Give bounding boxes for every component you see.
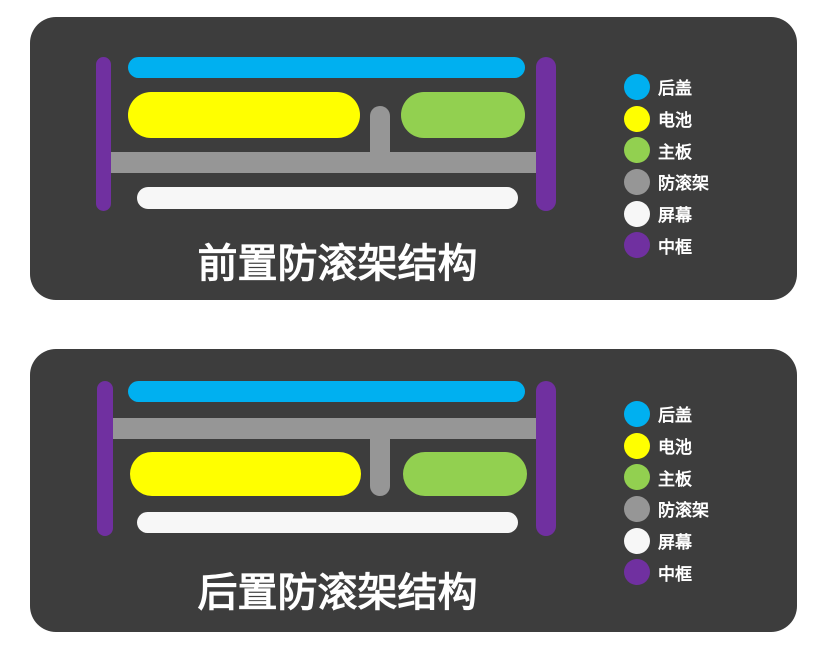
legend-swatch-icon <box>624 232 650 259</box>
back-cover <box>128 57 525 78</box>
legend-item: 后盖 <box>624 71 709 103</box>
legend-label: 后盖 <box>658 79 692 100</box>
legend-label: 电池 <box>658 111 692 132</box>
front-anti-roll-panel: 前置防滚架结构 后盖电池主板防滚架屏幕中框 <box>30 17 797 300</box>
legend-swatch-icon <box>624 559 650 586</box>
middle-frame-right <box>536 57 556 211</box>
rear-anti-roll-panel: 后置防滚架结构 后盖电池主板防滚架屏幕中框 <box>30 349 797 632</box>
mainboard <box>401 92 525 138</box>
legend-item: 主板 <box>624 134 709 166</box>
anti-roll-stem <box>370 106 390 156</box>
battery <box>128 92 360 138</box>
legend-item: 屏幕 <box>624 525 709 557</box>
screen <box>137 187 518 209</box>
legend-item: 后盖 <box>624 398 709 430</box>
legend-item: 中框 <box>624 556 709 588</box>
legend-swatch-icon <box>624 495 650 522</box>
legend: 后盖电池主板防滚架屏幕中框 <box>624 71 709 261</box>
legend-item: 中框 <box>624 229 709 261</box>
legend-label: 屏幕 <box>658 533 692 554</box>
mainboard <box>403 452 527 496</box>
anti-roll-bar <box>111 152 536 173</box>
middle-frame-left <box>97 381 113 536</box>
legend-swatch-icon <box>624 73 650 100</box>
legend-swatch-icon <box>624 464 650 491</box>
legend-label: 防滚架 <box>658 501 709 522</box>
legend-swatch-icon <box>624 137 650 164</box>
legend-label: 主板 <box>658 469 692 490</box>
legend-item: 主板 <box>624 461 709 493</box>
screen <box>137 512 518 533</box>
middle-frame-left <box>96 57 111 211</box>
legend-label: 防滚架 <box>658 174 709 195</box>
legend: 后盖电池主板防滚架屏幕中框 <box>624 398 709 588</box>
legend-label: 主板 <box>658 142 692 163</box>
anti-roll-bar <box>113 418 536 439</box>
legend-swatch-icon <box>624 200 650 227</box>
legend-item: 电池 <box>624 430 709 462</box>
middle-frame-right <box>536 381 556 536</box>
legend-item: 屏幕 <box>624 198 709 230</box>
legend-label: 屏幕 <box>658 206 692 227</box>
battery <box>130 452 361 496</box>
legend-label: 中框 <box>658 237 692 258</box>
legend-swatch-icon <box>624 105 650 132</box>
legend-label: 电池 <box>658 438 692 459</box>
back-cover <box>128 381 525 402</box>
panel-title: 前置防滚架结构 <box>197 241 478 287</box>
legend-label: 中框 <box>658 564 692 585</box>
legend-swatch-icon <box>624 168 650 195</box>
panel-title: 后置防滚架结构 <box>197 570 478 616</box>
legend-item: 防滚架 <box>624 493 709 525</box>
legend-swatch-icon <box>624 400 650 427</box>
legend-swatch-icon <box>624 432 650 459</box>
anti-roll-stem <box>370 439 390 496</box>
legend-label: 后盖 <box>658 406 692 427</box>
legend-item: 电池 <box>624 103 709 135</box>
legend-swatch-icon <box>624 527 650 554</box>
legend-item: 防滚架 <box>624 166 709 198</box>
